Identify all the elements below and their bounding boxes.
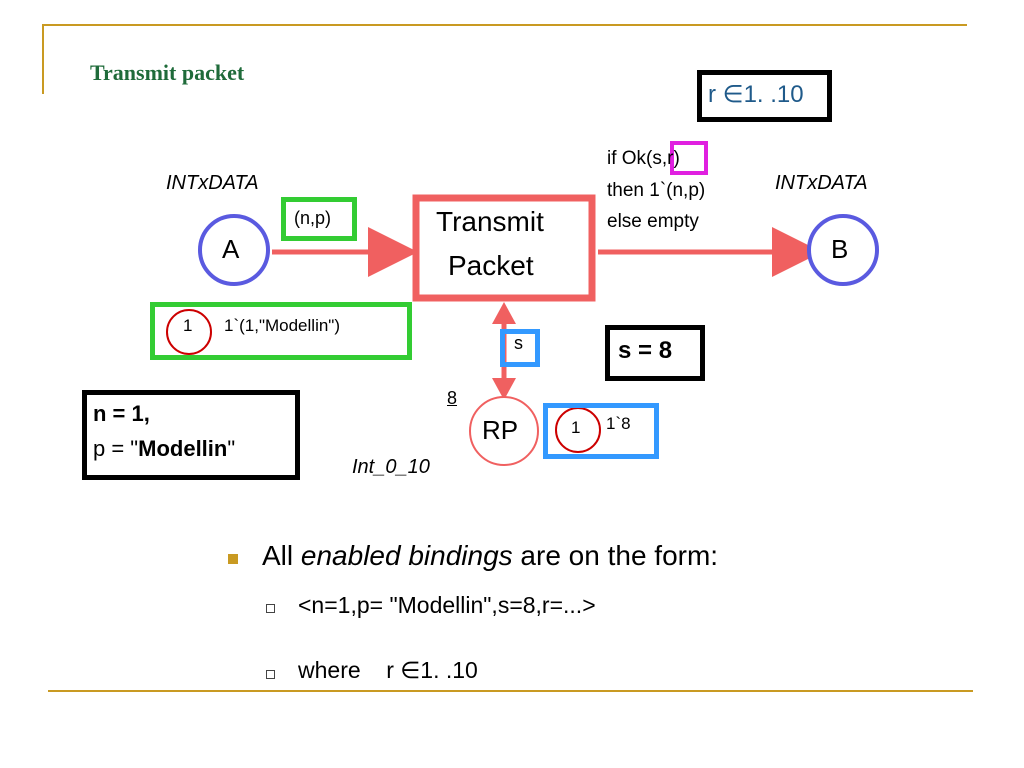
binding-s-box bbox=[605, 325, 705, 381]
r-range-box bbox=[697, 70, 832, 122]
place-a-type: INTxDATA bbox=[166, 172, 259, 194]
place-a bbox=[198, 214, 270, 286]
bullet-main-marker bbox=[228, 554, 238, 564]
bullet-sub1: <n=1,p= "Modellin",s=8,r=...> bbox=[298, 592, 596, 618]
binding-np-box bbox=[82, 390, 300, 480]
bullet-sub2: where r ∈1. .10 bbox=[298, 657, 478, 683]
arrowhead-down bbox=[492, 378, 516, 400]
guard-r-highlight bbox=[670, 141, 708, 175]
bottom-divider bbox=[48, 690, 973, 692]
bullet-main: All enabled bindings are on the form: bbox=[262, 540, 718, 572]
guard-line-2: then 1`(n,p) bbox=[607, 180, 706, 201]
place-rp-name: RP bbox=[482, 415, 519, 445]
arc-s-label: s bbox=[514, 333, 523, 353]
binding-p-value: Modellin bbox=[138, 436, 228, 461]
arrowhead-up bbox=[492, 302, 516, 324]
place-rp bbox=[469, 396, 539, 466]
place-rp-marking: 1`8 bbox=[606, 414, 631, 433]
place-rp-token-count: 1 bbox=[571, 418, 581, 437]
place-b-type: INTxDATA bbox=[775, 172, 868, 194]
arc-in-label: (n,p) bbox=[294, 208, 332, 228]
arc-s-label-highlight bbox=[500, 329, 540, 367]
binding-n: n = 1, bbox=[93, 401, 150, 426]
arc-in-label-highlight bbox=[281, 197, 357, 241]
binding-p: p = "Modellin" bbox=[93, 436, 235, 462]
place-rp-marking-box bbox=[543, 403, 659, 459]
bullet-main-prefix: All bbox=[262, 540, 301, 571]
token-count-circle-a bbox=[166, 309, 212, 355]
binding-s: s = 8 bbox=[618, 337, 673, 364]
r-range-label: r ∈1. .10 bbox=[708, 81, 804, 108]
left-divider bbox=[42, 24, 44, 94]
transition-transmit-packet bbox=[412, 194, 596, 302]
bullet-sub2-marker bbox=[266, 670, 275, 679]
place-rp-initial: 8 bbox=[447, 388, 458, 408]
place-rp-type: Int_0_10 bbox=[352, 456, 430, 478]
place-b bbox=[807, 214, 879, 286]
place-a-marking-box bbox=[150, 302, 412, 360]
binding-p-prefix: p = " bbox=[93, 436, 139, 461]
binding-p-suffix: " bbox=[227, 436, 236, 461]
bullet-main-italic: enabled bindings bbox=[300, 540, 513, 571]
token-count-circle-rp bbox=[555, 407, 601, 453]
place-a-marking: 1`(1,"Modellin") bbox=[224, 316, 340, 335]
place-b-name: B bbox=[831, 234, 849, 264]
place-a-token-count: 1 bbox=[183, 316, 193, 335]
transition-label-line-1: Transmit bbox=[436, 206, 544, 237]
bullet-main-suffix: are on the form: bbox=[512, 540, 719, 571]
guard-line-1: if Ok(s,r) bbox=[607, 148, 680, 169]
slide-title: Transmit packet bbox=[90, 60, 245, 85]
bullet-sub1-marker bbox=[266, 604, 275, 613]
guard-line-3: else empty bbox=[607, 211, 699, 232]
transition-label-line-2: Packet bbox=[448, 250, 534, 281]
top-divider bbox=[42, 24, 967, 26]
place-a-name: A bbox=[222, 234, 240, 264]
